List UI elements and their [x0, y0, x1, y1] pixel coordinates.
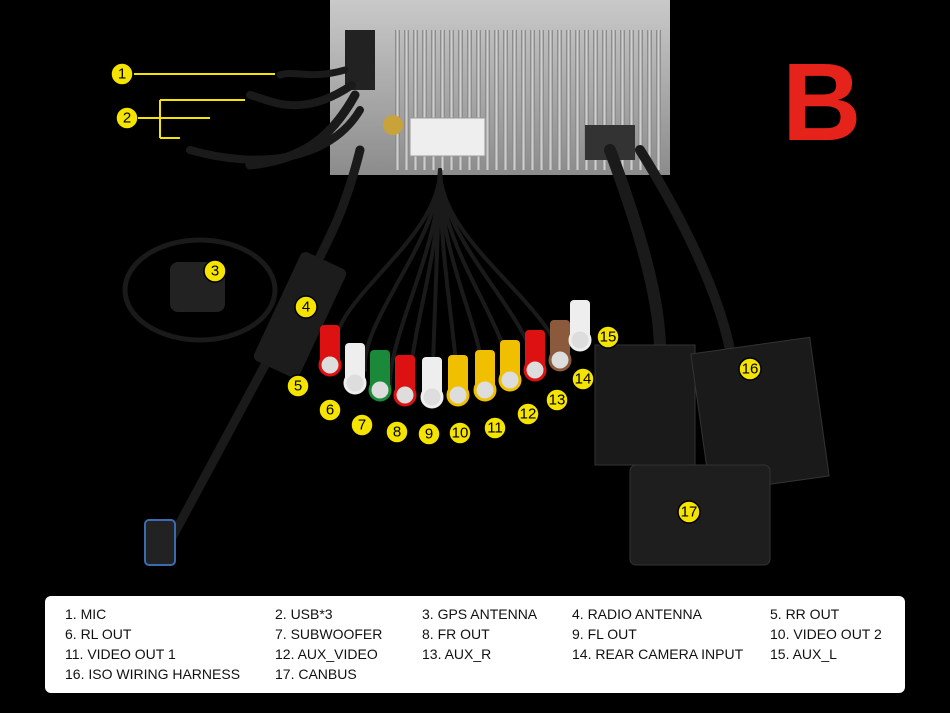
rca-plugs: [318, 300, 592, 409]
callout-number: 7: [358, 417, 366, 434]
callout-circle: [385, 420, 409, 444]
callout-circle: [110, 62, 134, 86]
callout-number: 10: [452, 425, 469, 442]
legend-item: 16. ISO WIRING HARNESS: [65, 666, 241, 682]
callout-number: 15: [600, 329, 617, 346]
legend-item: 8. FR OUT: [422, 626, 490, 642]
legend-item: 4. RADIO ANTENNA: [572, 606, 702, 622]
callout-circle: [516, 402, 540, 426]
callout-number: 6: [326, 402, 334, 419]
legend-item: 15. AUX_L: [770, 646, 837, 662]
callout-number: 8: [393, 424, 401, 441]
legend-item: 2. USB*3: [275, 606, 333, 622]
callout-number: 1: [118, 66, 126, 83]
rca-plug: [446, 355, 470, 407]
legend-item: 6. RL OUT: [65, 626, 132, 642]
callout-number: 5: [294, 378, 302, 395]
rca-plug: [473, 350, 497, 402]
legend-item: 9. FL OUT: [572, 626, 637, 642]
legend-item: 10. VIDEO OUT 2: [770, 626, 882, 642]
legend-item: 5. RR OUT: [770, 606, 840, 622]
head-unit-chassis: [330, 0, 670, 175]
callout-circle: [417, 422, 441, 446]
section-letter-b: B: [782, 41, 861, 164]
legend-item: 14. REAR CAMERA INPUT: [572, 646, 744, 662]
rca-plug: [498, 340, 522, 392]
rca-plug: [343, 343, 367, 395]
rca-plug: [523, 330, 547, 382]
antenna-plug: [144, 519, 176, 566]
callout-leaders: [134, 73, 275, 139]
callout-circle: [483, 416, 507, 440]
callout-circle: [286, 374, 310, 398]
callout-circle: [318, 398, 342, 422]
legend-panel: 1. MIC 2. USB*3 3. GPS ANTENNA 4. RADIO ANT…: [45, 596, 905, 693]
callout-circle: [203, 259, 227, 283]
legend-item: 3. GPS ANTENNA: [422, 606, 538, 622]
callout-circle: [738, 357, 762, 381]
callout-circle: [596, 325, 620, 349]
callout-circle: [571, 367, 595, 391]
rca-plug: [368, 350, 392, 402]
rca-plug: [548, 320, 572, 372]
legend-item: 1. MIC: [65, 606, 107, 622]
callout-number: 2: [123, 110, 131, 127]
callout-number: 12: [520, 406, 537, 423]
callout-circle: [294, 295, 318, 319]
callout-number: 3: [211, 263, 219, 280]
rca-plug: [318, 325, 342, 377]
legend-item: 13. AUX_R: [422, 646, 492, 662]
rca-plug: [393, 355, 417, 407]
legend-item: 17. CANBUS: [275, 666, 357, 682]
callout-number: 4: [302, 299, 310, 316]
callout-circle: [350, 413, 374, 437]
callout-number: 14: [575, 371, 592, 388]
callout-circle: [677, 500, 701, 524]
callout-number: 11: [487, 420, 503, 437]
rca-plug: [420, 357, 444, 409]
callout-number: 9: [425, 426, 433, 443]
callout-circle: [448, 421, 472, 445]
rca-plug: [568, 300, 592, 352]
callout-number: 13: [549, 392, 566, 409]
callout-number: 16: [742, 361, 759, 378]
legend-item: 11. VIDEO OUT 1: [65, 646, 176, 662]
legend-item: 12. AUX_VIDEO: [275, 646, 378, 662]
callout-circle: [545, 388, 569, 412]
legend-item: 7. SUBWOOFER: [275, 626, 383, 642]
iso-wiring-harness: [594, 336, 830, 494]
callout-number: 17: [681, 504, 698, 521]
